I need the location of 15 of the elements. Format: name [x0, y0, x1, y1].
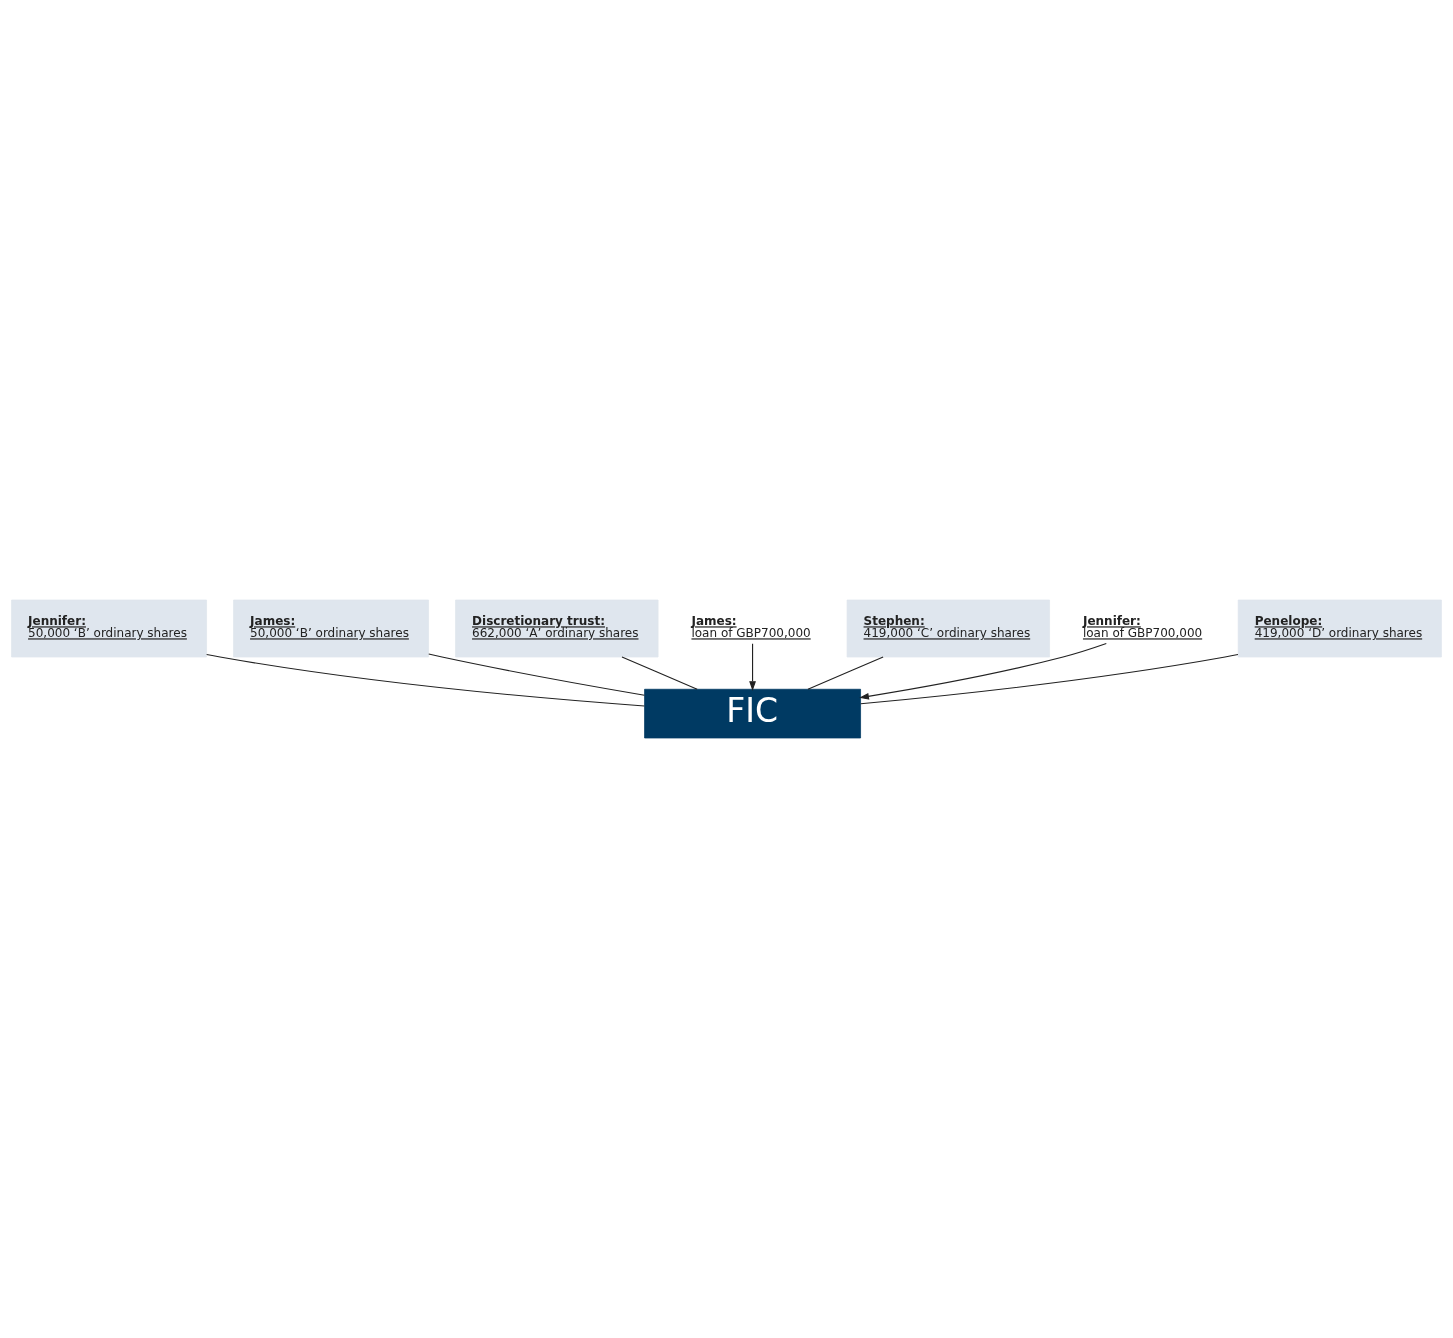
connector — [621, 656, 698, 690]
node-text: Jennifer: loan of GBP700,000 — [1082, 614, 1203, 641]
node-box: Stephen: 419,000 ‘C’ ordinary shares — [846, 599, 1050, 658]
node-text: James: loan of GBP700,000 — [691, 614, 811, 641]
arrow — [859, 642, 1107, 700]
connector — [206, 653, 645, 707]
connector — [860, 654, 1239, 705]
node-box: Jennifer: 50,000 ‘B’ ordinary shares — [11, 599, 207, 658]
arrow — [749, 643, 756, 691]
node-box: FIC — [644, 688, 861, 739]
connector — [428, 653, 645, 696]
node-box: Penelope: 419,000 ‘D’ ordinary shares — [1237, 599, 1442, 658]
node-box: Discretionary trust: 662,000 ‘A’ ordinary shares — [455, 599, 659, 658]
node-box: James: 50,000 ‘B’ ordinary shares — [233, 599, 429, 658]
connector — [807, 656, 884, 690]
